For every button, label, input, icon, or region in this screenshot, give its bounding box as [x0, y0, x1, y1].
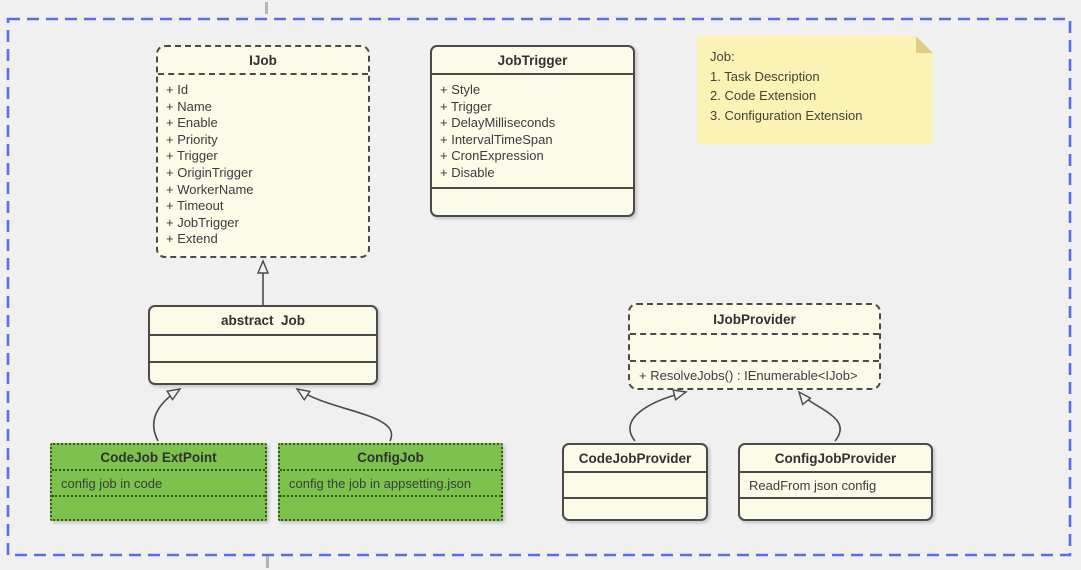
field: + Id	[166, 82, 189, 97]
class-jobtrigger-title: JobTrigger	[432, 47, 633, 75]
class-codejob-extpoint-title: CodeJob ExtPoint	[52, 445, 265, 471]
page-boundary-marker-bottom	[266, 556, 269, 568]
class-ijob[interactable]: IJob + Id + Name + Enable + Priority + T…	[156, 45, 370, 258]
field: + WorkerName	[166, 181, 254, 197]
note-item: 2. Code Extension	[710, 88, 817, 103]
class-jobtrigger[interactable]: JobTrigger + Style + Trigger + DelayMill…	[430, 45, 635, 217]
note-heading: Job:	[710, 49, 735, 64]
class-jobtrigger-fields: + Style + Trigger + DelayMilliseconds + …	[432, 75, 633, 189]
field: + OriginTrigger	[166, 164, 253, 180]
field: + Name	[166, 98, 212, 114]
class-codejob-extpoint[interactable]: CodeJob ExtPoint config job in code	[50, 443, 267, 521]
edge-codejobprovider-to-ijobprovider[interactable]	[629, 392, 686, 442]
class-configjobprovider-methods	[740, 499, 931, 519]
field: + Extend	[166, 231, 218, 247]
edge-configjobprovider-to-ijobprovider[interactable]	[799, 392, 841, 442]
class-ijobprovider-methods: + ResolveJobs() : IEnumerable<IJob>	[639, 367, 858, 383]
field: + Disable	[440, 164, 495, 180]
class-ijob-fields: + Id + Name + Enable + Priority + Trigge…	[158, 75, 368, 256]
class-jobtrigger-methods	[432, 189, 633, 215]
edge-codejob-extpoint-to-abstractjob[interactable]	[153, 389, 180, 442]
field: + IntervalTimeSpan	[440, 131, 553, 147]
field: + Timeout	[166, 198, 224, 214]
class-ijobprovider-fields	[630, 335, 879, 362]
note-item: 3. Configuration Extension	[710, 107, 863, 123]
sticky-note[interactable]: Job: 1. Task Description 2. Code Extensi…	[697, 36, 933, 144]
page-boundary-marker-top	[265, 2, 268, 14]
class-codejob-extpoint-methods	[52, 497, 265, 519]
class-codejobprovider-title: CodeJobProvider	[564, 445, 706, 473]
class-configjob-title: ConfigJob	[280, 445, 501, 471]
class-ijobprovider[interactable]: IJobProvider + ResolveJobs() : IEnumerab…	[628, 303, 881, 390]
field: + CronExpression	[440, 148, 544, 164]
class-codejob-extpoint-body: config job in code	[52, 471, 265, 497]
class-ijobprovider-title: IJobProvider	[630, 305, 879, 335]
class-codejobprovider[interactable]: CodeJobProvider	[562, 443, 708, 521]
class-ijob-title: IJob	[158, 47, 368, 75]
field: + Trigger	[440, 98, 492, 114]
class-configjob[interactable]: ConfigJob config the job in appsetting.j…	[278, 443, 503, 521]
field: + Style	[440, 82, 481, 97]
class-codejobprovider-methods	[564, 499, 706, 519]
class-abstract-job[interactable]: abstract Job	[148, 305, 378, 385]
note-item: 1. Task Description	[710, 68, 820, 84]
class-abstract-job-fields	[150, 336, 376, 363]
field: + Trigger	[166, 148, 218, 164]
field: + Priority	[166, 131, 218, 147]
field: + Enable	[166, 115, 218, 131]
class-configjobprovider-body: ReadFrom json config	[740, 473, 931, 499]
edge-configjob-to-abstractjob[interactable]	[297, 389, 393, 442]
class-abstract-job-title: abstract Job	[150, 307, 376, 336]
field: + DelayMilliseconds	[440, 115, 556, 131]
class-codejobprovider-fields	[564, 473, 706, 499]
note-fold-corner-icon	[916, 36, 933, 53]
class-configjobprovider[interactable]: ConfigJobProvider ReadFrom json config	[738, 443, 933, 521]
class-configjobprovider-title: ConfigJobProvider	[740, 445, 931, 473]
class-abstract-job-methods	[150, 363, 376, 383]
class-configjob-body: config the job in appsetting.json	[280, 471, 501, 497]
class-configjob-methods	[280, 497, 501, 519]
field: + JobTrigger	[166, 214, 239, 230]
